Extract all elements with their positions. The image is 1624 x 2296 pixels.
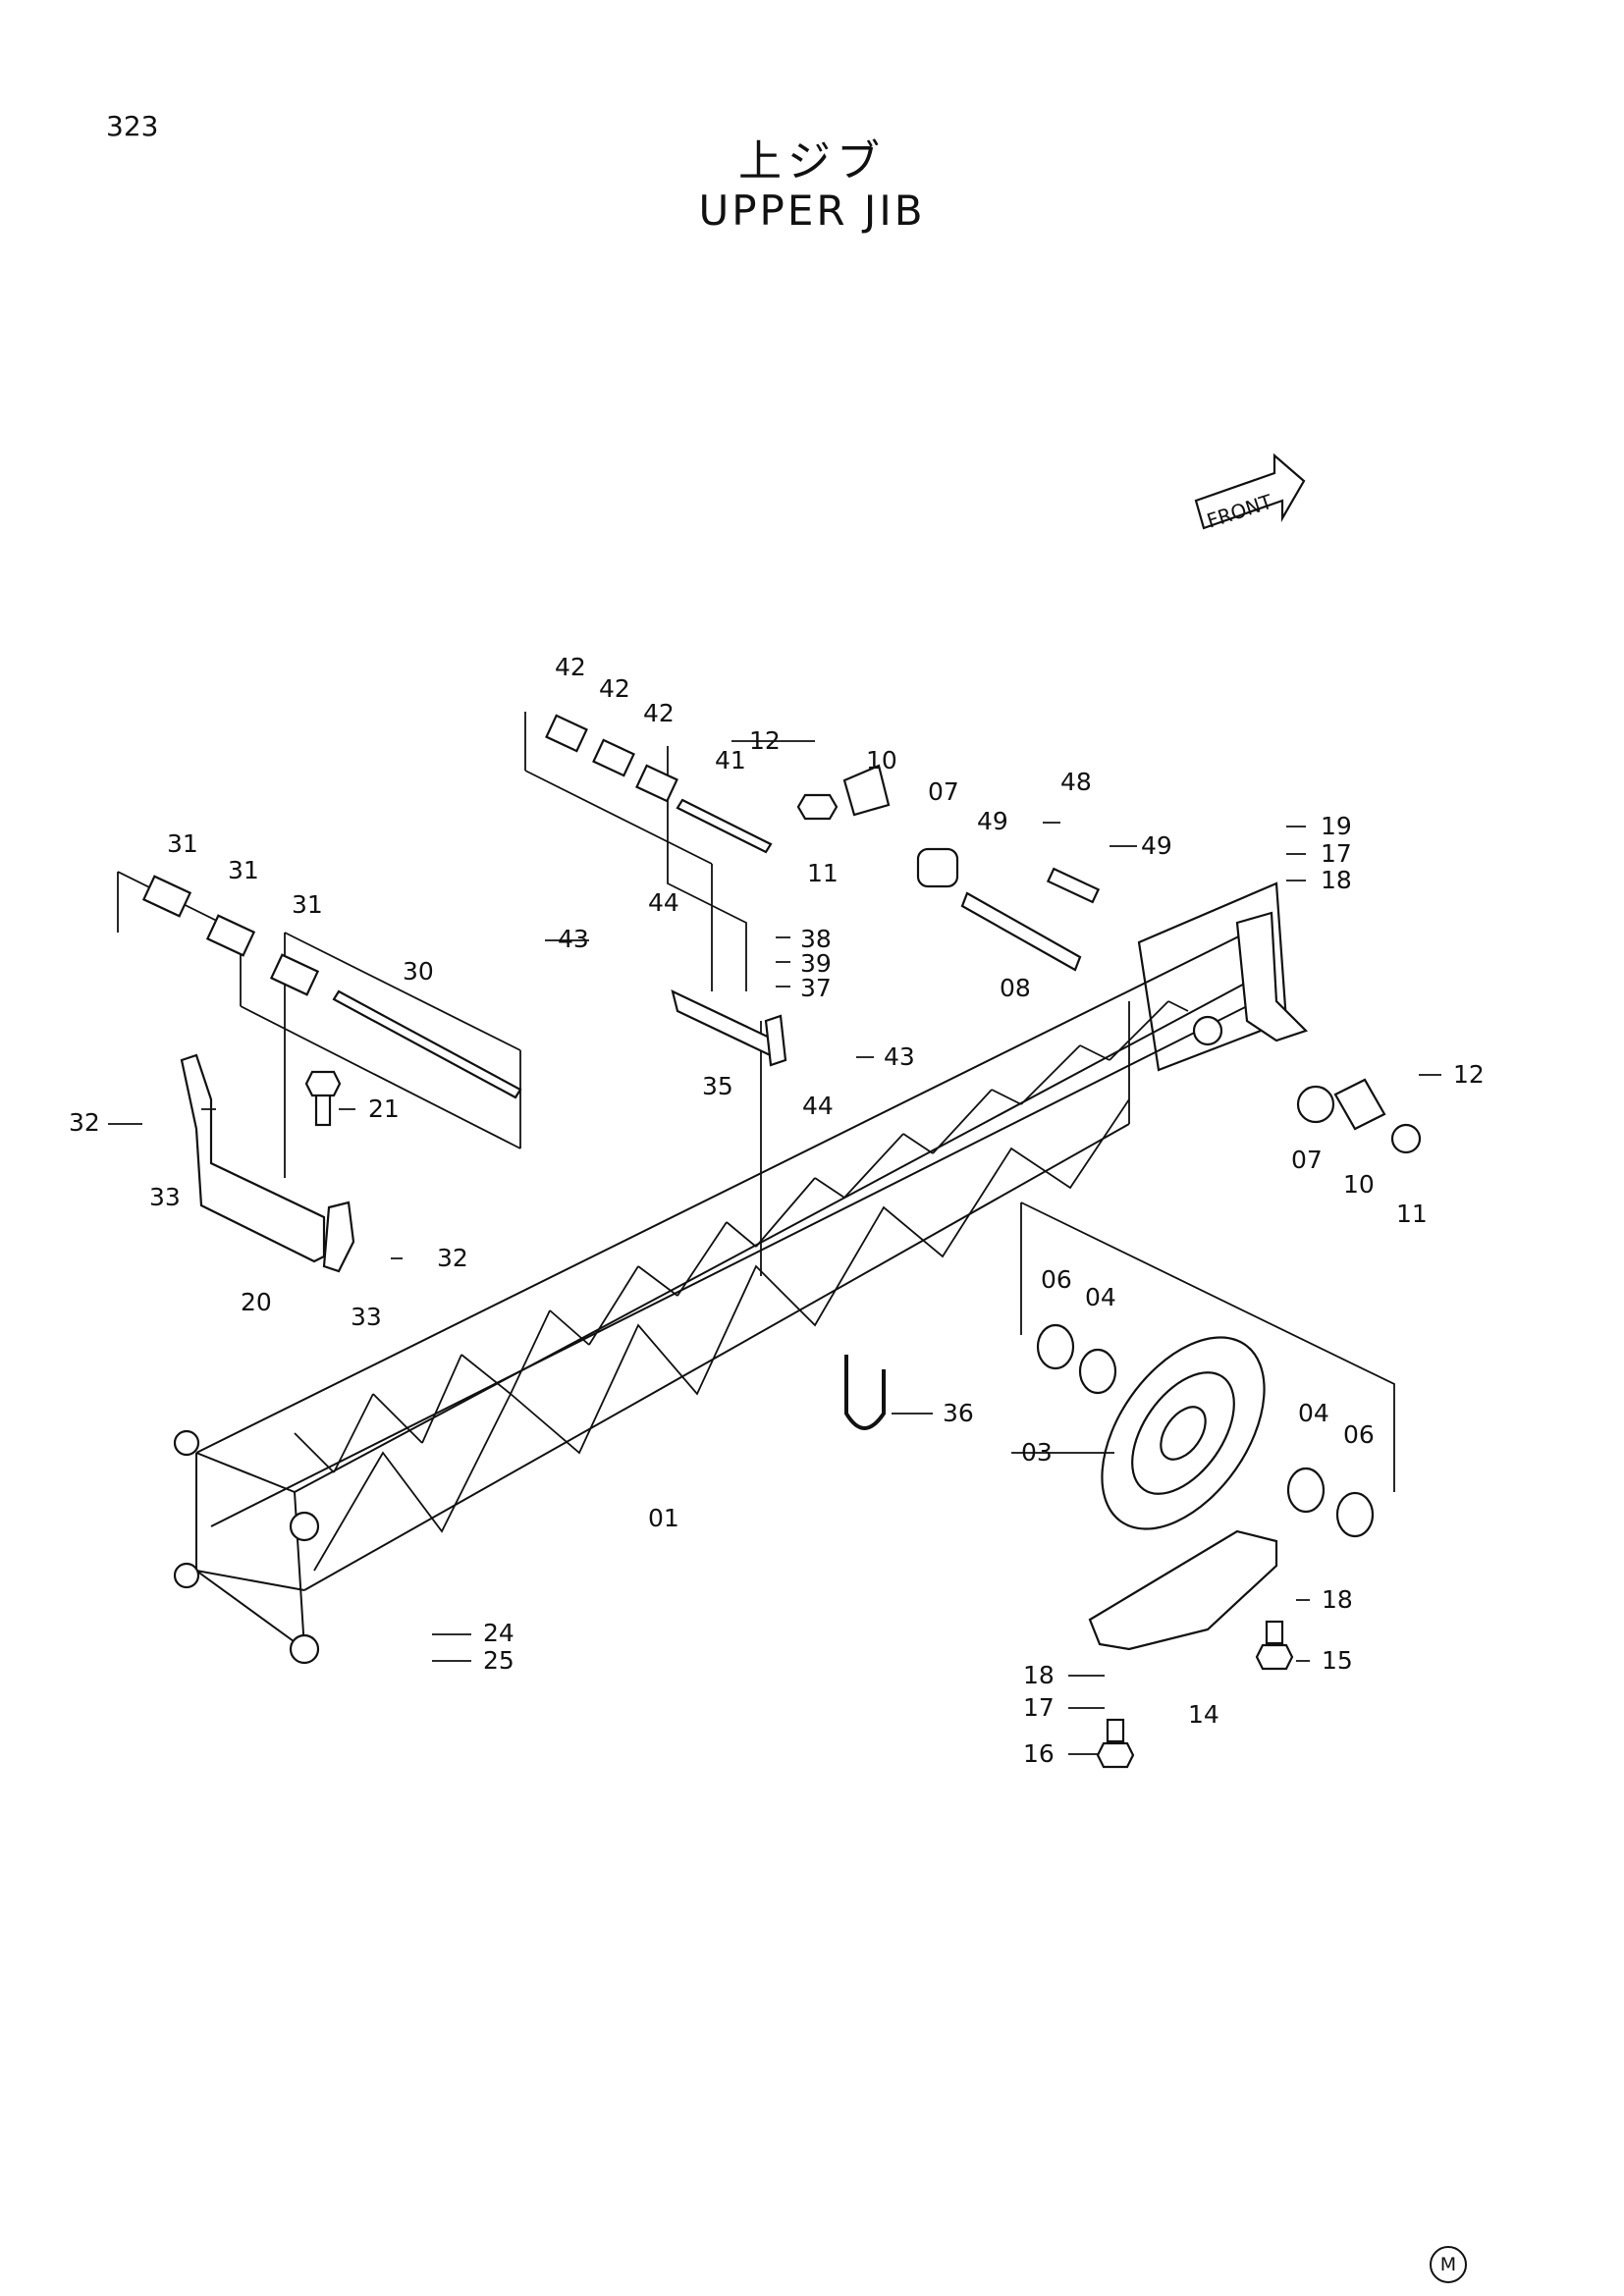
callout-24: 24 [483,1619,514,1647]
callout-42: 42 [643,699,675,727]
callout-17: 17 [1321,839,1352,868]
callout-49: 49 [1141,831,1172,860]
jib-lattice-frame [173,881,1309,1665]
callout-32: 32 [437,1244,468,1272]
callout-12: 12 [1453,1060,1485,1089]
callout-31: 31 [292,890,323,919]
callout-32: 32 [69,1108,100,1137]
callout-06: 06 [1343,1420,1375,1449]
callout-leaders [108,740,1441,1755]
title-japanese: 上ジブ [738,136,886,187]
callout-07: 07 [1291,1146,1323,1174]
callout-18: 18 [1023,1661,1055,1689]
callout-35: 35 [702,1072,733,1100]
shaft-08-group [796,764,1422,1154]
callout-10: 10 [1343,1170,1375,1199]
title-english: UPPER JIB [698,187,926,235]
callout-06: 06 [1041,1265,1072,1294]
page-number: 323 [106,110,159,142]
callout-49: 49 [977,807,1008,835]
callout-07: 07 [928,777,959,806]
guard-14 [1088,1529,1294,1769]
callout-11: 11 [1396,1200,1428,1228]
callout-01: 01 [648,1504,679,1532]
u-bolt-36 [844,1355,886,1430]
callout-44: 44 [802,1092,834,1120]
callout-18: 18 [1321,866,1352,894]
callout-48: 48 [1060,768,1092,796]
pins-31-30 [117,871,522,1178]
front-arrow-icon: FRONT [1194,453,1306,533]
callout-10: 10 [866,746,897,774]
callout-31: 31 [228,856,259,884]
callout-38: 38 [800,925,832,953]
callout-37: 37 [800,974,832,1002]
bracket-35-and-pins [524,712,787,1276]
callout-04: 04 [1298,1399,1329,1427]
callout-43: 43 [884,1042,915,1071]
callout-17: 17 [1023,1693,1055,1722]
callout-15: 15 [1322,1646,1353,1675]
callout-41: 41 [715,746,746,774]
callout-20: 20 [241,1288,272,1316]
callout-21: 21 [368,1095,400,1123]
callout-18: 18 [1322,1585,1353,1614]
callout-labels: 42 42 42 41 12 10 07 48 49 49 19 17 18 3… [69,653,1485,1768]
callout-33: 33 [351,1303,382,1331]
callout-11: 11 [807,859,839,887]
callout-42: 42 [599,674,630,703]
callout-19: 19 [1321,812,1352,840]
callout-14: 14 [1188,1700,1219,1729]
bracket-20 [180,1053,355,1273]
callout-30: 30 [403,957,434,986]
callout-04: 04 [1085,1283,1116,1311]
callout-31: 31 [167,829,198,858]
sheave-03-group [1020,1201,1395,1538]
callout-43: 43 [558,925,589,953]
callout-25: 25 [483,1646,514,1675]
callout-44: 44 [648,888,679,917]
callout-16: 16 [1023,1739,1055,1768]
callout-42: 42 [555,653,586,681]
callout-36: 36 [943,1399,974,1427]
callout-39: 39 [800,949,832,978]
callout-33: 33 [149,1183,181,1211]
corner-mark: M [1430,2246,1467,2283]
callout-08: 08 [1000,974,1031,1002]
